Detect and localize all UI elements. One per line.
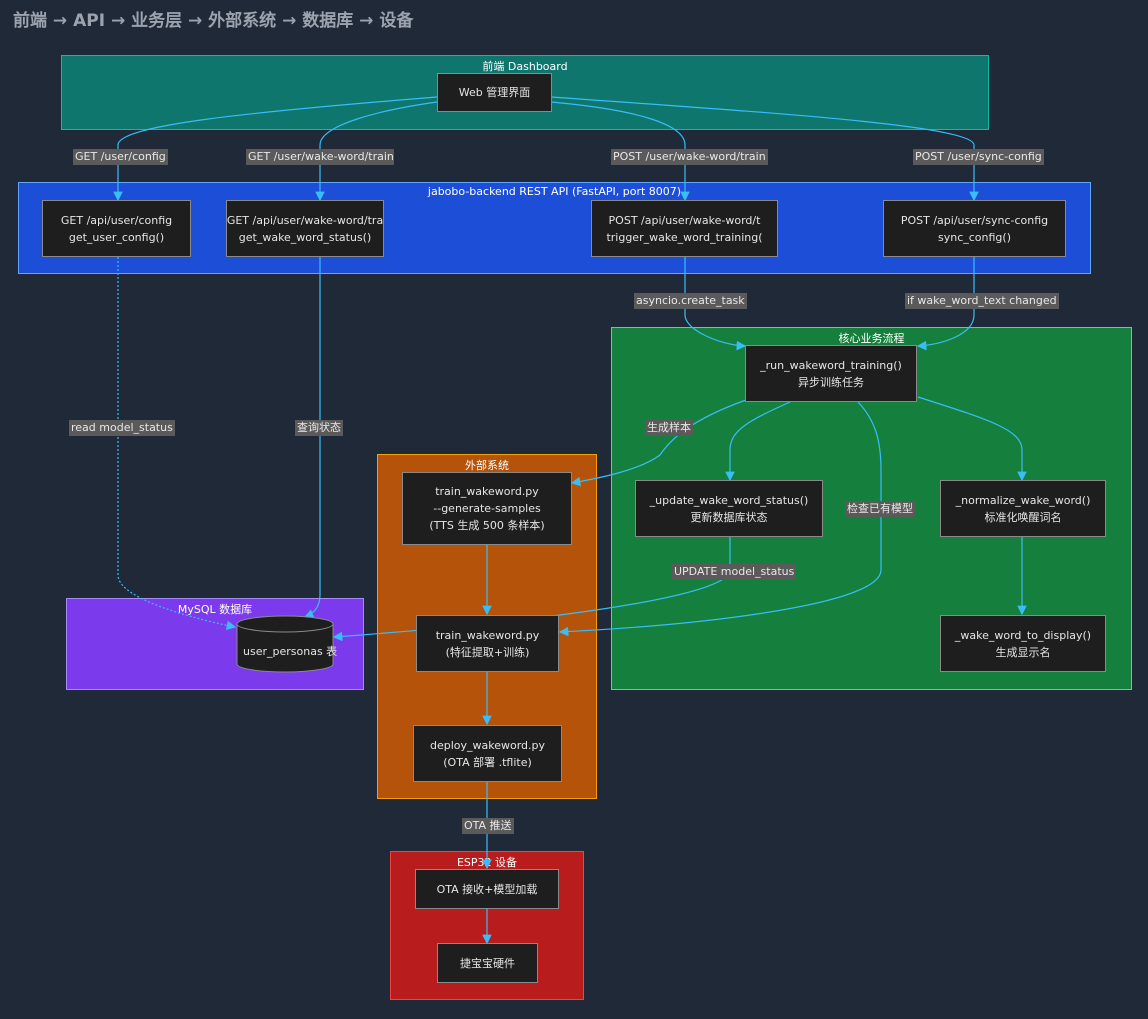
edge-web-get-status bbox=[315, 101, 438, 202]
edge-label-get-status: GET /user/wake-word/train/s bbox=[246, 149, 394, 165]
node-hardware[interactable]: 捷宝宝硬件 bbox=[437, 943, 538, 983]
group-database-label: MySQL 数据库 bbox=[177, 603, 253, 616]
node-line: OTA 接收+模型加载 bbox=[436, 882, 538, 896]
node-user-personas: user_personas 表 bbox=[243, 645, 338, 658]
edge-changed bbox=[916, 257, 975, 351]
group-backend-label: jabobo-backend REST API (FastAPI, port 8… bbox=[427, 185, 682, 198]
node-line: (TTS 生成 500 条样本) bbox=[429, 519, 545, 532]
node-ota-recv[interactable]: OTA 接收+模型加载 bbox=[415, 869, 559, 909]
edge-label-create-task: asyncio.create_task bbox=[634, 293, 747, 309]
edge-label-read-status: read model_status bbox=[69, 420, 175, 436]
edge-to-normalize bbox=[917, 396, 1027, 482]
node-line: get_user_config() bbox=[68, 230, 165, 244]
edge-label-ota-push: OTA 推送 bbox=[462, 818, 514, 834]
node-line: trigger_wake_word_training( bbox=[606, 230, 763, 244]
edge-label-update-model: UPDATE model_status bbox=[672, 564, 797, 580]
node-line: train_wakeword.py bbox=[435, 485, 539, 498]
edge-label-post-train: POST /user/wake-word/train bbox=[611, 149, 768, 165]
edge-label-changed: if wake_word_text changed bbox=[905, 293, 1059, 309]
node-post-sync[interactable]: POST /api/user/sync-config sync_config() bbox=[883, 200, 1066, 257]
node-line: POST /api/user/wake-word/t bbox=[608, 213, 761, 227]
node-gen-samples[interactable]: train_wakeword.py --generate-samples (TTS … bbox=[402, 472, 572, 545]
node-line: 更新数据库状态 bbox=[690, 510, 768, 524]
node-post-train[interactable]: POST /api/user/wake-word/t trigger_wake_w… bbox=[591, 200, 778, 257]
node-get-status[interactable]: GET /api/user/wake-word/tra get_wake_word… bbox=[226, 200, 384, 257]
cylinder-icon[interactable] bbox=[236, 615, 336, 673]
edge-web-post-sync bbox=[550, 96, 979, 202]
edge-label-get-config: GET /user/config bbox=[73, 149, 168, 165]
node-line: 捷宝宝硬件 bbox=[460, 956, 515, 970]
node-normalize[interactable]: _normalize_wake_word() 标准化唤醒词名 bbox=[940, 480, 1106, 537]
group-core-label: 核心业务流程 bbox=[838, 332, 905, 345]
node-line: Web 管理界面 bbox=[458, 86, 531, 99]
edge-read-status bbox=[117, 257, 237, 631]
group-frontend-label: 前端 Dashboard bbox=[482, 60, 568, 73]
node-to-display[interactable]: _wake_word_to_display() 生成显示名 bbox=[940, 615, 1106, 672]
node-line: 生成显示名 bbox=[995, 645, 1051, 659]
edge-query-status bbox=[303, 257, 321, 619]
node-line: GET /api/user/config bbox=[60, 213, 173, 227]
edge-web-get-config bbox=[113, 96, 438, 202]
page-title: 前端 → API → 业务层 → 外部系统 → 数据库 → 设备 bbox=[13, 11, 414, 31]
node-get-config[interactable]: GET /api/user/config get_user_config() bbox=[42, 200, 191, 257]
node-train[interactable]: train_wakeword.py (特征提取+训练) bbox=[416, 615, 559, 672]
edge-label-check-model: 检查已有模型 bbox=[845, 501, 915, 517]
edge-create-task bbox=[684, 257, 747, 351]
edge-label-gen-samples: 生成样本 bbox=[645, 420, 693, 436]
node-line: _run_wakeword_training() bbox=[760, 358, 902, 372]
node-web-ui[interactable]: Web 管理界面 bbox=[437, 73, 552, 112]
edge-label-query-status: 查询状态 bbox=[295, 420, 343, 436]
node-line: deploy_wakeword.py bbox=[429, 738, 546, 752]
node-line: get_wake_word_status() bbox=[238, 230, 372, 244]
edge-web-post-train bbox=[550, 101, 690, 202]
node-line: 标准化唤醒词名 bbox=[984, 510, 1062, 524]
node-update-status[interactable]: _update_wake_word_status() 更新数据库状态 bbox=[635, 480, 823, 537]
edge-check-model bbox=[558, 401, 882, 637]
edge-to-update bbox=[725, 401, 791, 482]
node-deploy[interactable]: deploy_wakeword.py (OTA 部署 .tflite) bbox=[413, 725, 562, 782]
edge-label-post-sync: POST /user/sync-config bbox=[913, 149, 1044, 165]
node-line: (OTA 部署 .tflite) bbox=[443, 755, 532, 769]
group-external-label: 外部系统 bbox=[465, 459, 509, 472]
node-line: _wake_word_to_display() bbox=[954, 628, 1092, 642]
node-line: (特征提取+训练) bbox=[445, 645, 530, 659]
node-line: POST /api/user/sync-config bbox=[900, 213, 1049, 227]
node-line: GET /api/user/wake-word/tra bbox=[226, 213, 384, 227]
node-line: _normalize_wake_word() bbox=[955, 493, 1091, 507]
node-line: --generate-samples bbox=[433, 502, 541, 515]
edge-gen-samples bbox=[570, 399, 747, 487]
node-line: sync_config() bbox=[937, 230, 1011, 244]
node-run-training[interactable]: _run_wakeword_training() 异步训练任务 bbox=[745, 345, 917, 402]
node-line: train_wakeword.py bbox=[435, 628, 540, 642]
node-line: 异步训练任务 bbox=[798, 375, 864, 389]
node-line: _update_wake_word_status() bbox=[649, 493, 809, 507]
